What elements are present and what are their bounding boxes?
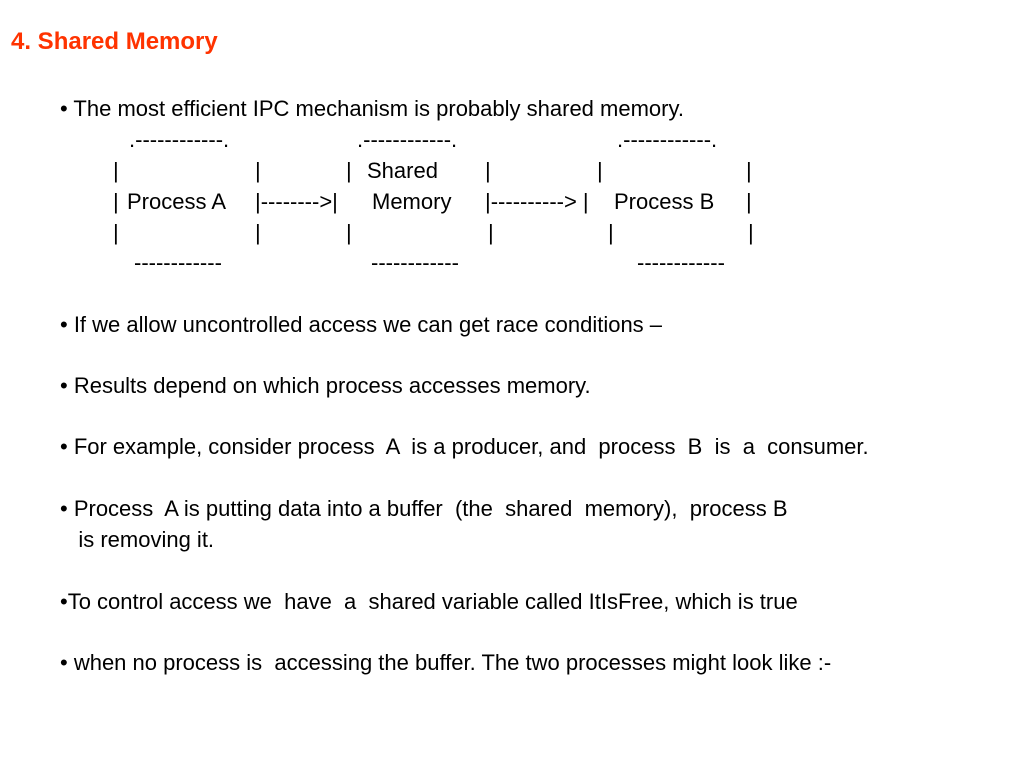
shared-label: Shared [367,158,438,183]
process-a-left-edge: | [113,220,119,245]
process-a-box-top: .------------. [129,127,230,152]
bullet-control-access: •To control access we have a shared vari… [60,589,798,614]
bullet-ipc-mechanism: • The most efficient IPC mechanism is pr… [60,96,684,121]
slide-title: 4. Shared Memory [11,28,218,55]
process-a-left-edge: | [113,158,119,183]
process-a-right-edge: | [255,158,261,183]
process-b-left-edge: | [597,158,603,183]
bullet-results-depend: • Results depend on which process access… [60,373,591,398]
process-b-box-bottom: ------------ [637,250,725,275]
process-b-right-edge: | [748,220,754,245]
process-b-box-top: .------------. [617,127,718,152]
process-a-right-edge: | [255,220,261,245]
process-a-label: Process A [127,189,227,214]
memory-left-edge: | [346,158,352,183]
memory-right-edge: | [485,158,491,183]
process-a-box-bottom: ------------ [134,250,222,275]
memory-left-edge: | [346,220,352,245]
arrow-a-to-memory: |-------->| [255,189,338,214]
memory-label: Memory [372,189,452,214]
process-b-right-edge: | [746,189,752,214]
bullet-race-conditions: • If we allow uncontrolled access we can… [60,312,663,337]
process-b-right-edge: | [746,158,752,183]
memory-right-edge: | [488,220,494,245]
process-b-left-edge: | [608,220,614,245]
bullet-putting-data: • Process A is putting data into a buffe… [60,496,788,521]
bullet-producer-consumer: • For example, consider process A is a p… [60,434,869,459]
bullet-putting-data-continued: is removing it. [60,527,215,552]
shared-memory-box-bottom: ------------ [371,250,459,275]
bullet-no-process-accessing: • when no process is accessing the buffe… [60,650,832,675]
process-b-label: Process B [614,189,715,214]
arrow-memory-to-b: |----------> | [485,189,589,214]
shared-memory-box-top: .------------. [357,127,458,152]
process-a-left-edge: | [113,189,119,214]
